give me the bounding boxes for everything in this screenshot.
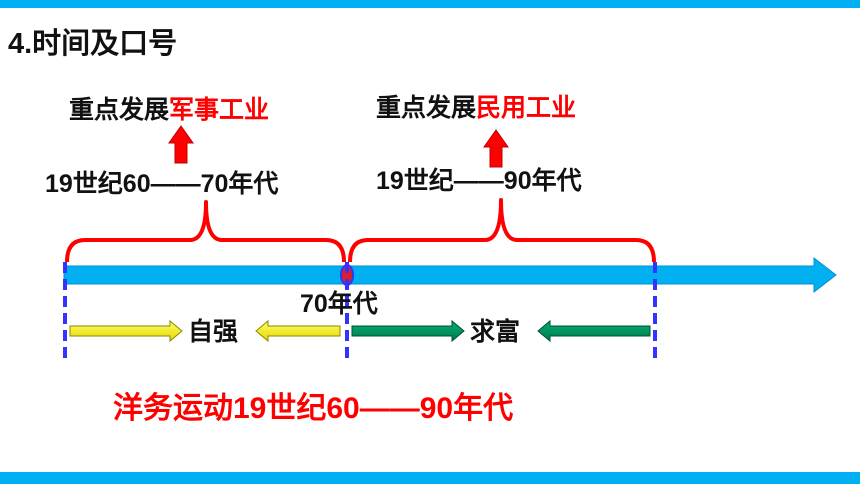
- stage1-focus-highlight: 军事工业: [169, 96, 270, 124]
- timeline-arrow: [63, 256, 837, 294]
- stage1-focus: 重点发展军事工业: [69, 98, 269, 123]
- summary-text: 洋务运动19世纪60——90年代: [113, 392, 514, 425]
- midpoint-label: 70年代: [300, 290, 378, 318]
- stage1-period: 19世纪60——70年代: [45, 170, 279, 198]
- arrow-left-icon: [537, 319, 651, 343]
- arrow-left-icon: [255, 319, 341, 343]
- bottom-accent-band: [0, 472, 860, 484]
- stage2-focus-prefix: 重点发展: [376, 94, 477, 122]
- stage2-focus: 重点发展民用工业: [376, 96, 576, 121]
- top-accent-band: [0, 0, 860, 8]
- up-arrow-icon: [168, 125, 194, 164]
- up-arrow-icon: [483, 129, 509, 168]
- brace-stage1: [65, 200, 346, 263]
- stage2-slogan: 求富: [470, 318, 521, 346]
- arrow-right-icon: [351, 319, 465, 343]
- brace-stage2: [348, 198, 656, 263]
- stage1-focus-prefix: 重点发展: [69, 96, 170, 124]
- stage2-focus-highlight: 民用工业: [476, 94, 577, 122]
- stage2-period: 19世纪——90年代: [376, 167, 582, 195]
- stage1-slogan: 自强: [188, 318, 239, 346]
- arrow-right-icon: [69, 319, 183, 343]
- slide-title: 4.时间及口号: [8, 28, 178, 60]
